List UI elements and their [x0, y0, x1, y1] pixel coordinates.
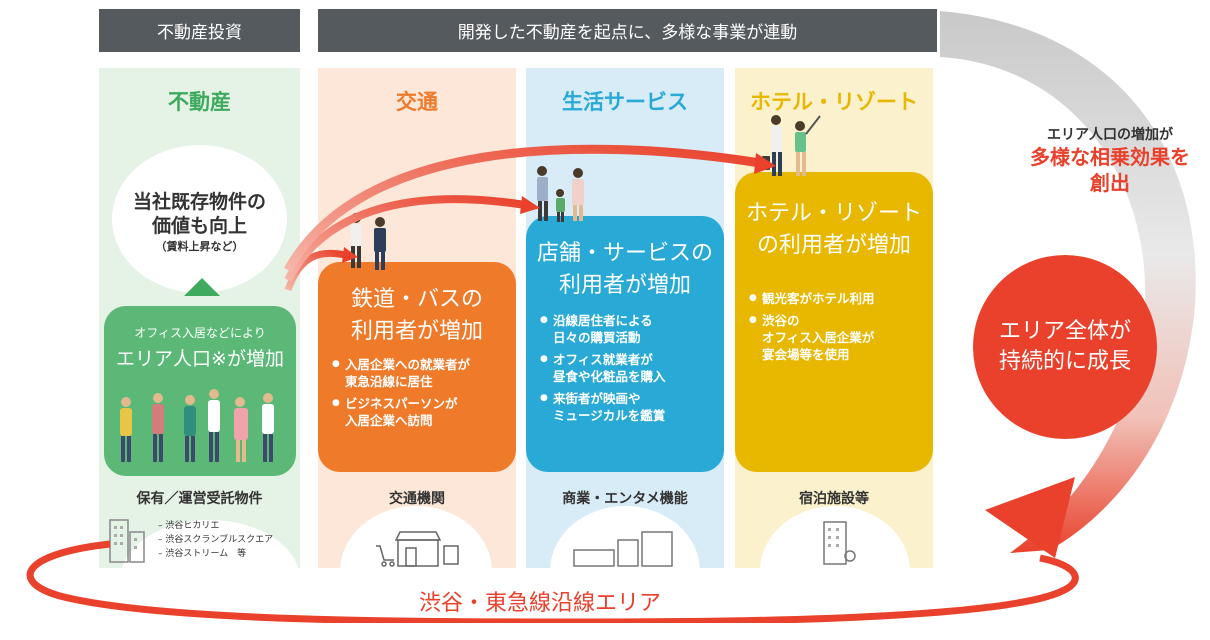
value-bubble-sub: （賃料上昇など） [155, 240, 244, 253]
synergy-line1: エリア人口の増加が [1047, 127, 1173, 143]
shop-icon [376, 531, 459, 567]
facility-label-life: 商業・エンタメ機能 [562, 491, 688, 507]
area-label: 渋谷・東急線沿線エリア [418, 591, 661, 616]
life-service-card-title: 店舗・サービスの 利用者が増加 [536, 241, 713, 298]
transport-card-title: 鉄道・バスの 利用者が増加 [350, 287, 483, 344]
value-bubble-line1: 当社既存物件の [132, 191, 266, 213]
hotel-bullet: 渋谷の オフィス入居企業が 宴会場等を使用 [749, 312, 927, 363]
life-service-bullets: 沿線居住者による 日々の購買活動 オフィス就業者が 昼食や化粧品を購入 来街者が… [540, 312, 718, 429]
facility-label-hotel: 宿泊施設等 [799, 491, 869, 507]
life-service-card: 店舗・サービスの 利用者が増加 沿線居住者による 日々の購買活動 オフィス就業者… [526, 216, 724, 472]
header-left-label: 不動産投資 [157, 23, 242, 43]
population-card-small: オフィス入居などにより [134, 326, 266, 340]
life-service-bullet: オフィス就業者が 昼食や化粧品を購入 [540, 351, 718, 385]
header-business-linkage: 開発した不動産を起点に、多様な事業が連動 [318, 9, 937, 52]
hotel-building-icon [823, 521, 856, 565]
property-item: – 渋谷ストリーム 等 [158, 549, 247, 559]
column-title-real-estate: 不動産 [168, 90, 231, 114]
facility-arc-transport [340, 506, 492, 636]
facility-arc-life [550, 506, 700, 636]
population-card-big: エリア人口※が増加 [116, 348, 284, 370]
transport-bullet: ビジネスパーソンが 入居企業へ訪問 [332, 395, 510, 429]
growth-swoosh [940, 11, 1196, 558]
commercial-buildings-icon [573, 531, 673, 567]
sustainable-growth-label: エリア全体が 持続的に成長 [998, 319, 1131, 374]
transport-bullets: 入居企業への就業者が 東急沿線に居住 ビジネスパーソンが 入居企業へ訪問 [332, 356, 510, 434]
area-ellipse [26, 540, 1079, 623]
people-group-icon [120, 389, 274, 462]
life-service-bullet: 沿線居住者による 日々の購買活動 [540, 312, 718, 346]
header-real-estate-investment: 不動産投資 [99, 9, 300, 52]
property-list: – 渋谷ヒカリエ – 渋谷スクランブルスクエア – 渋谷ストリーム 等 [158, 519, 273, 561]
hotel-card-title: ホテル・リゾート の利用者が増加 [745, 201, 922, 258]
column-title-hotel-resort: ホテル・リゾート [750, 90, 918, 114]
synergy-arrows [284, 144, 776, 292]
column-title-transport: 交通 [396, 90, 438, 114]
facility-label-real-estate: 保有／運営受託物件 [136, 491, 263, 507]
transport-card: 鉄道・バスの 利用者が増加 入居企業への就業者が 東急沿線に居住 ビジネスパーソ… [318, 262, 516, 472]
transport-bullet: 入居企業への就業者が 東急沿線に居住 [332, 356, 510, 390]
hotel-bullets: 観光客がホテル利用 渋谷の オフィス入居企業が 宴会場等を使用 [749, 290, 927, 368]
sustainable-growth-circle: エリア全体が 持続的に成長 [973, 255, 1157, 439]
property-item: – 渋谷ヒカリエ [158, 521, 220, 531]
column-title-life-service: 生活サービス [562, 90, 688, 114]
value-bubble-line2: 価値も向上 [151, 215, 247, 237]
hotel-card: ホテル・リゾート の利用者が増加 観光客がホテル利用 渋谷の オフィス入居企業が… [735, 172, 933, 472]
facility-label-transport: 交通機関 [389, 491, 445, 507]
life-service-bullet: 来街者が映画や ミュージカルを鑑賞 [540, 390, 718, 424]
synergy-line2: 多様な相乗効果を [1030, 145, 1190, 169]
up-triangle-icon [184, 278, 220, 296]
hotel-bullet: 観光客がホテル利用 [749, 290, 927, 307]
family-icon [537, 166, 584, 222]
synergy-line3: 創出 [1090, 171, 1130, 195]
synergy-text: エリア人口の増加が 多様な相乗効果を 創出 [1010, 124, 1210, 196]
value-bubble: 当社既存物件の 価値も向上 （賃料上昇など） [112, 145, 287, 293]
property-item: – 渋谷スクランブルスクエア [158, 535, 274, 545]
building-icon [109, 519, 145, 563]
header-right-label: 開発した不動産を起点に、多様な事業が連動 [457, 23, 798, 43]
